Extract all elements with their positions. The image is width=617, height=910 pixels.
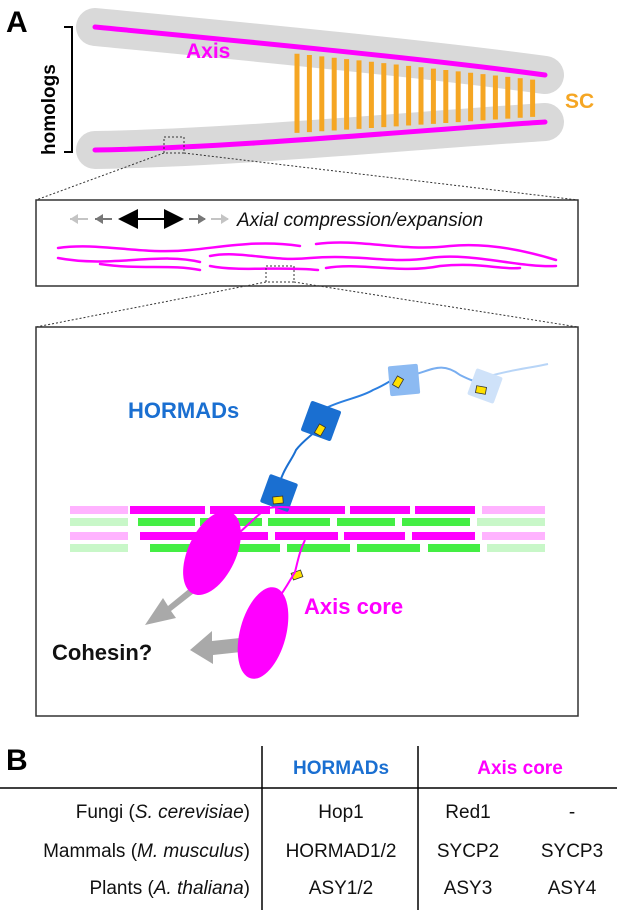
core-filament-segment (140, 532, 200, 540)
arrowhead-gray-right-inner (198, 214, 206, 224)
hormad-domain-1 (260, 474, 298, 512)
table-organism-cell: Mammals (M. musculus) (43, 841, 250, 862)
core-filament-segment (482, 532, 545, 540)
core-filament-segment (482, 506, 545, 514)
axis-core-label: Axis core (304, 594, 403, 619)
table-header-hormads: HORMADs (293, 758, 389, 779)
core-filament-fade-left (70, 506, 128, 514)
table-axis-core-cell-1: ASY3 (444, 878, 493, 899)
table-header-axis-core: Axis core (477, 758, 563, 779)
table-hormad-cell: ASY1/2 (309, 878, 373, 899)
zoom-box-2 (265, 265, 295, 283)
closure-motif-4 (475, 385, 487, 395)
cohesin-label: Cohesin? (52, 640, 152, 665)
core-filament-segment (275, 506, 345, 514)
closure-motif-3 (391, 375, 405, 389)
cohesin-arrows (145, 588, 241, 664)
core-filament-fade-left (70, 518, 128, 526)
hormad-domain-3 (387, 363, 421, 397)
axis-core-protein-1 (183, 510, 241, 596)
synaptonemal-complex (294, 53, 536, 133)
closure-motif-2 (313, 423, 327, 437)
axis-core-protein-2 (237, 587, 289, 679)
axis-bottom (92, 119, 548, 153)
core-filament-segment (138, 518, 195, 526)
zoom-line-left-1 (35, 152, 165, 201)
panel-a-letter: A (6, 6, 28, 39)
core-filament-segment (150, 544, 215, 552)
table-organism-cell: Plants (A. thaliana) (89, 878, 250, 899)
core-filament-segment (275, 532, 338, 540)
compression-label: Axial compression/expansion (236, 210, 483, 231)
core-filament-segment (350, 506, 410, 514)
core-filament-segment (402, 518, 470, 526)
table-axis-core-cell-2: ASY4 (548, 878, 597, 899)
core-filament-segment (337, 518, 395, 526)
table-axis-core-cell-2: - (569, 802, 575, 823)
zoom-line-left-2 (35, 281, 267, 328)
table-hormad-cell: Hop1 (318, 802, 363, 823)
core-filament-segment (412, 532, 475, 540)
axis-fibers (56, 241, 558, 272)
core-filament-fade-left (70, 544, 128, 552)
sc-label: SC (565, 90, 594, 113)
panel-b-letter: B (6, 744, 28, 777)
core-filament-segment (287, 544, 350, 552)
core-filament-segment (415, 506, 475, 514)
core-filament-fade-left (70, 532, 128, 540)
homologs-label: homologs (39, 64, 60, 155)
table-axis-core-cell-1: SYCP2 (437, 841, 499, 862)
table-axis-core-cell-1: Red1 (445, 802, 490, 823)
core-filament-segment (477, 518, 545, 526)
core-filament-segment (487, 544, 545, 552)
core-linker-2 (276, 539, 306, 601)
hormads-label: HORMADs (128, 398, 239, 423)
closure-motif-1 (272, 495, 284, 505)
table-organism-cell: Fungi (S. cerevisiae) (76, 802, 250, 823)
axis-top (92, 24, 548, 78)
arrowhead-gray-right-outer (221, 214, 229, 224)
species-table: Fungi (S. cerevisiae) Hop1 Red1 - Mammals (M… (43, 802, 603, 899)
zoom-box-1 (163, 136, 185, 154)
hormad-domain-2 (301, 401, 341, 441)
core-filament-segment (210, 506, 270, 514)
table-axis-core-cell-2: SYCP3 (541, 841, 603, 862)
arrowhead-gray-left-inner (95, 214, 103, 224)
core-filament-segment (428, 544, 480, 552)
core-filament-segment (357, 544, 420, 552)
arrowhead-gray-left-outer (70, 214, 78, 224)
zoom-line-right-2 (293, 281, 579, 328)
core-filament-segment (344, 532, 405, 540)
homologs-bracket (64, 26, 73, 153)
core-filament-segment (130, 506, 205, 514)
axis-label: Axis (186, 40, 230, 63)
hormad-domain-4 (467, 368, 503, 404)
table-hormad-cell: HORMAD1/2 (286, 841, 397, 862)
core-filament-segment (268, 518, 330, 526)
core-filament-segment (222, 544, 280, 552)
